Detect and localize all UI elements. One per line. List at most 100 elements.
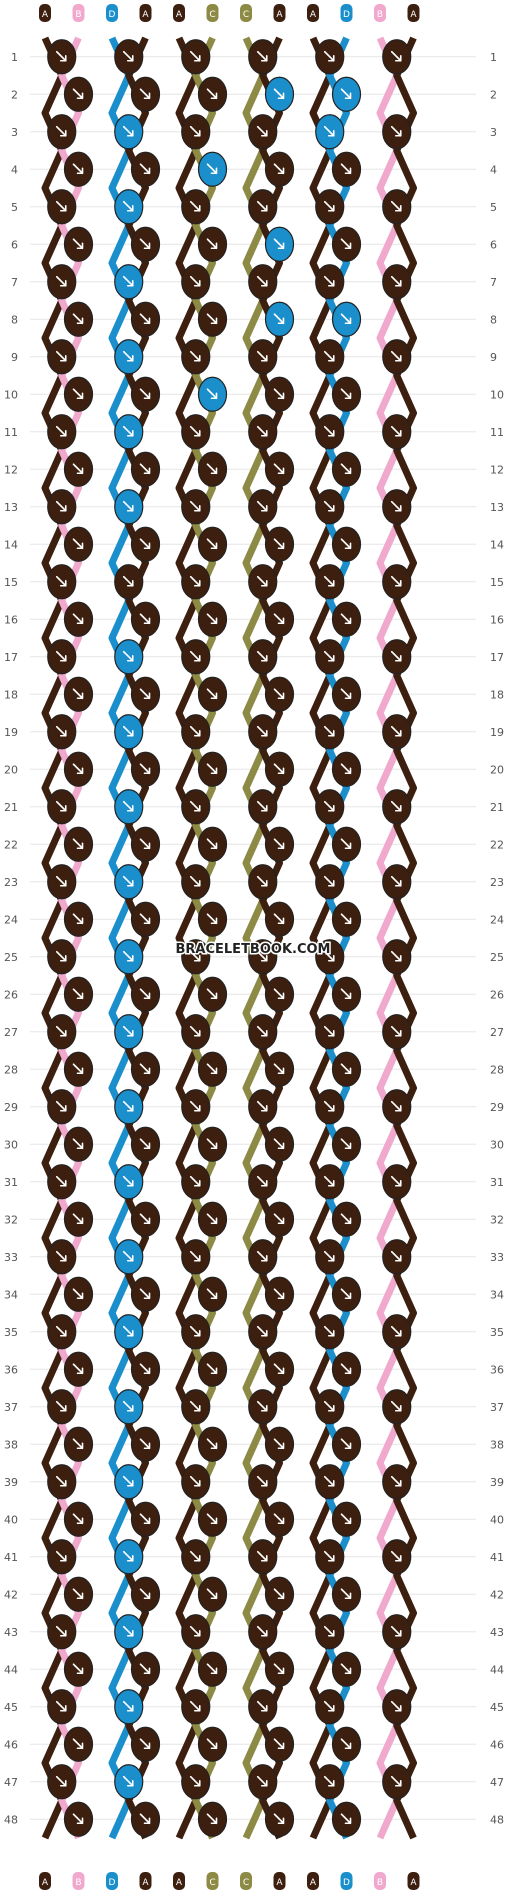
arrow-icon	[323, 350, 335, 362]
row-number-left: 7	[11, 276, 18, 289]
arrow-icon	[390, 275, 402, 287]
row-number-right: 48	[490, 1813, 504, 1826]
knot	[315, 1089, 345, 1125]
row-number-left: 26	[4, 988, 18, 1001]
row-number-right: 6	[490, 238, 497, 251]
arrow-icon	[122, 50, 134, 62]
knot	[315, 264, 345, 300]
arrow-icon	[206, 1138, 218, 1150]
knot	[264, 1576, 295, 1612]
arrow-icon	[256, 1625, 268, 1637]
knot	[264, 751, 295, 787]
knot	[130, 601, 161, 637]
row-number-left: 28	[4, 1063, 18, 1076]
knot	[197, 76, 228, 112]
knot	[248, 1239, 278, 1275]
string-label: A	[173, 4, 185, 22]
arrow-icon	[72, 688, 84, 700]
arrow-icon	[273, 313, 285, 325]
string-label-chip	[173, 1872, 185, 1890]
row-number-left: 21	[4, 801, 18, 814]
knot	[114, 1389, 144, 1425]
string-label-chip	[340, 1872, 353, 1890]
arrow-icon	[323, 200, 335, 212]
arrow-icon	[55, 1325, 67, 1337]
arrow-icon	[273, 1513, 285, 1525]
knot	[130, 376, 161, 412]
knot	[114, 639, 144, 675]
string-label: A	[307, 1872, 319, 1890]
arrow-icon	[340, 1363, 352, 1375]
knot	[114, 1464, 144, 1500]
arrow-icon	[206, 988, 218, 1000]
arrow-icon	[390, 1325, 402, 1337]
knot	[331, 1276, 362, 1312]
knot	[130, 751, 161, 787]
row-numbers-right: 1234567891011121314151617181920212223242…	[490, 51, 504, 1827]
arrow-icon	[72, 1513, 84, 1525]
knot	[181, 1014, 211, 1050]
knot	[382, 639, 412, 675]
arrow-icon	[390, 350, 402, 362]
arrow-icon	[390, 1700, 402, 1712]
arrow-icon	[390, 1025, 402, 1037]
arrow-icon	[139, 538, 151, 550]
knot	[315, 564, 345, 600]
row-number-right: 18	[490, 688, 504, 701]
knot	[331, 76, 362, 112]
knot	[197, 1501, 228, 1537]
knot	[47, 339, 77, 375]
row-number-left: 2	[11, 88, 18, 101]
arrow-icon	[139, 688, 151, 700]
knot	[264, 526, 295, 562]
arrow-icon	[273, 388, 285, 400]
knot	[382, 414, 412, 450]
arrow-icon	[72, 1663, 84, 1675]
knot	[47, 789, 77, 825]
row-number-right: 26	[490, 988, 504, 1001]
row-number-right: 41	[490, 1551, 504, 1564]
arrow-icon	[139, 1438, 151, 1450]
knot	[264, 376, 295, 412]
knot	[181, 189, 211, 225]
arrow-icon	[55, 1700, 67, 1712]
arrow-icon	[206, 1663, 218, 1675]
knot	[130, 1426, 161, 1462]
knot	[181, 789, 211, 825]
arrow-icon	[122, 800, 134, 812]
arrow-icon	[323, 125, 335, 137]
string-label-chip	[240, 4, 252, 22]
knot	[248, 114, 278, 150]
knot	[114, 264, 144, 300]
arrow-icon	[323, 1100, 335, 1112]
arrow-icon	[206, 88, 218, 100]
knot	[63, 1276, 94, 1312]
knot	[47, 564, 77, 600]
knot	[315, 1539, 345, 1575]
knot	[315, 414, 345, 450]
string-label-chip	[106, 4, 118, 22]
knot	[63, 1201, 94, 1237]
arrow-icon	[323, 650, 335, 662]
knot	[315, 864, 345, 900]
arrow-icon	[72, 613, 84, 625]
knot	[63, 901, 94, 937]
arrow-icon	[122, 1325, 134, 1337]
arrow-icon	[390, 125, 402, 137]
strand-B	[58, 36, 82, 1840]
knot	[248, 189, 278, 225]
row-number-right: 28	[490, 1063, 504, 1076]
arrow-icon	[189, 275, 201, 287]
arrow-icon	[55, 1175, 67, 1187]
arrow-icon	[55, 1550, 67, 1562]
arrow-icon	[323, 875, 335, 887]
row-number-left: 33	[4, 1251, 18, 1264]
knot	[47, 1764, 77, 1800]
row-number-left: 24	[4, 913, 18, 926]
arrow-icon	[256, 650, 268, 662]
arrow-icon	[55, 350, 67, 362]
knot	[264, 226, 295, 262]
knot	[382, 489, 412, 525]
arrow-icon	[340, 988, 352, 1000]
knot	[315, 1764, 345, 1800]
